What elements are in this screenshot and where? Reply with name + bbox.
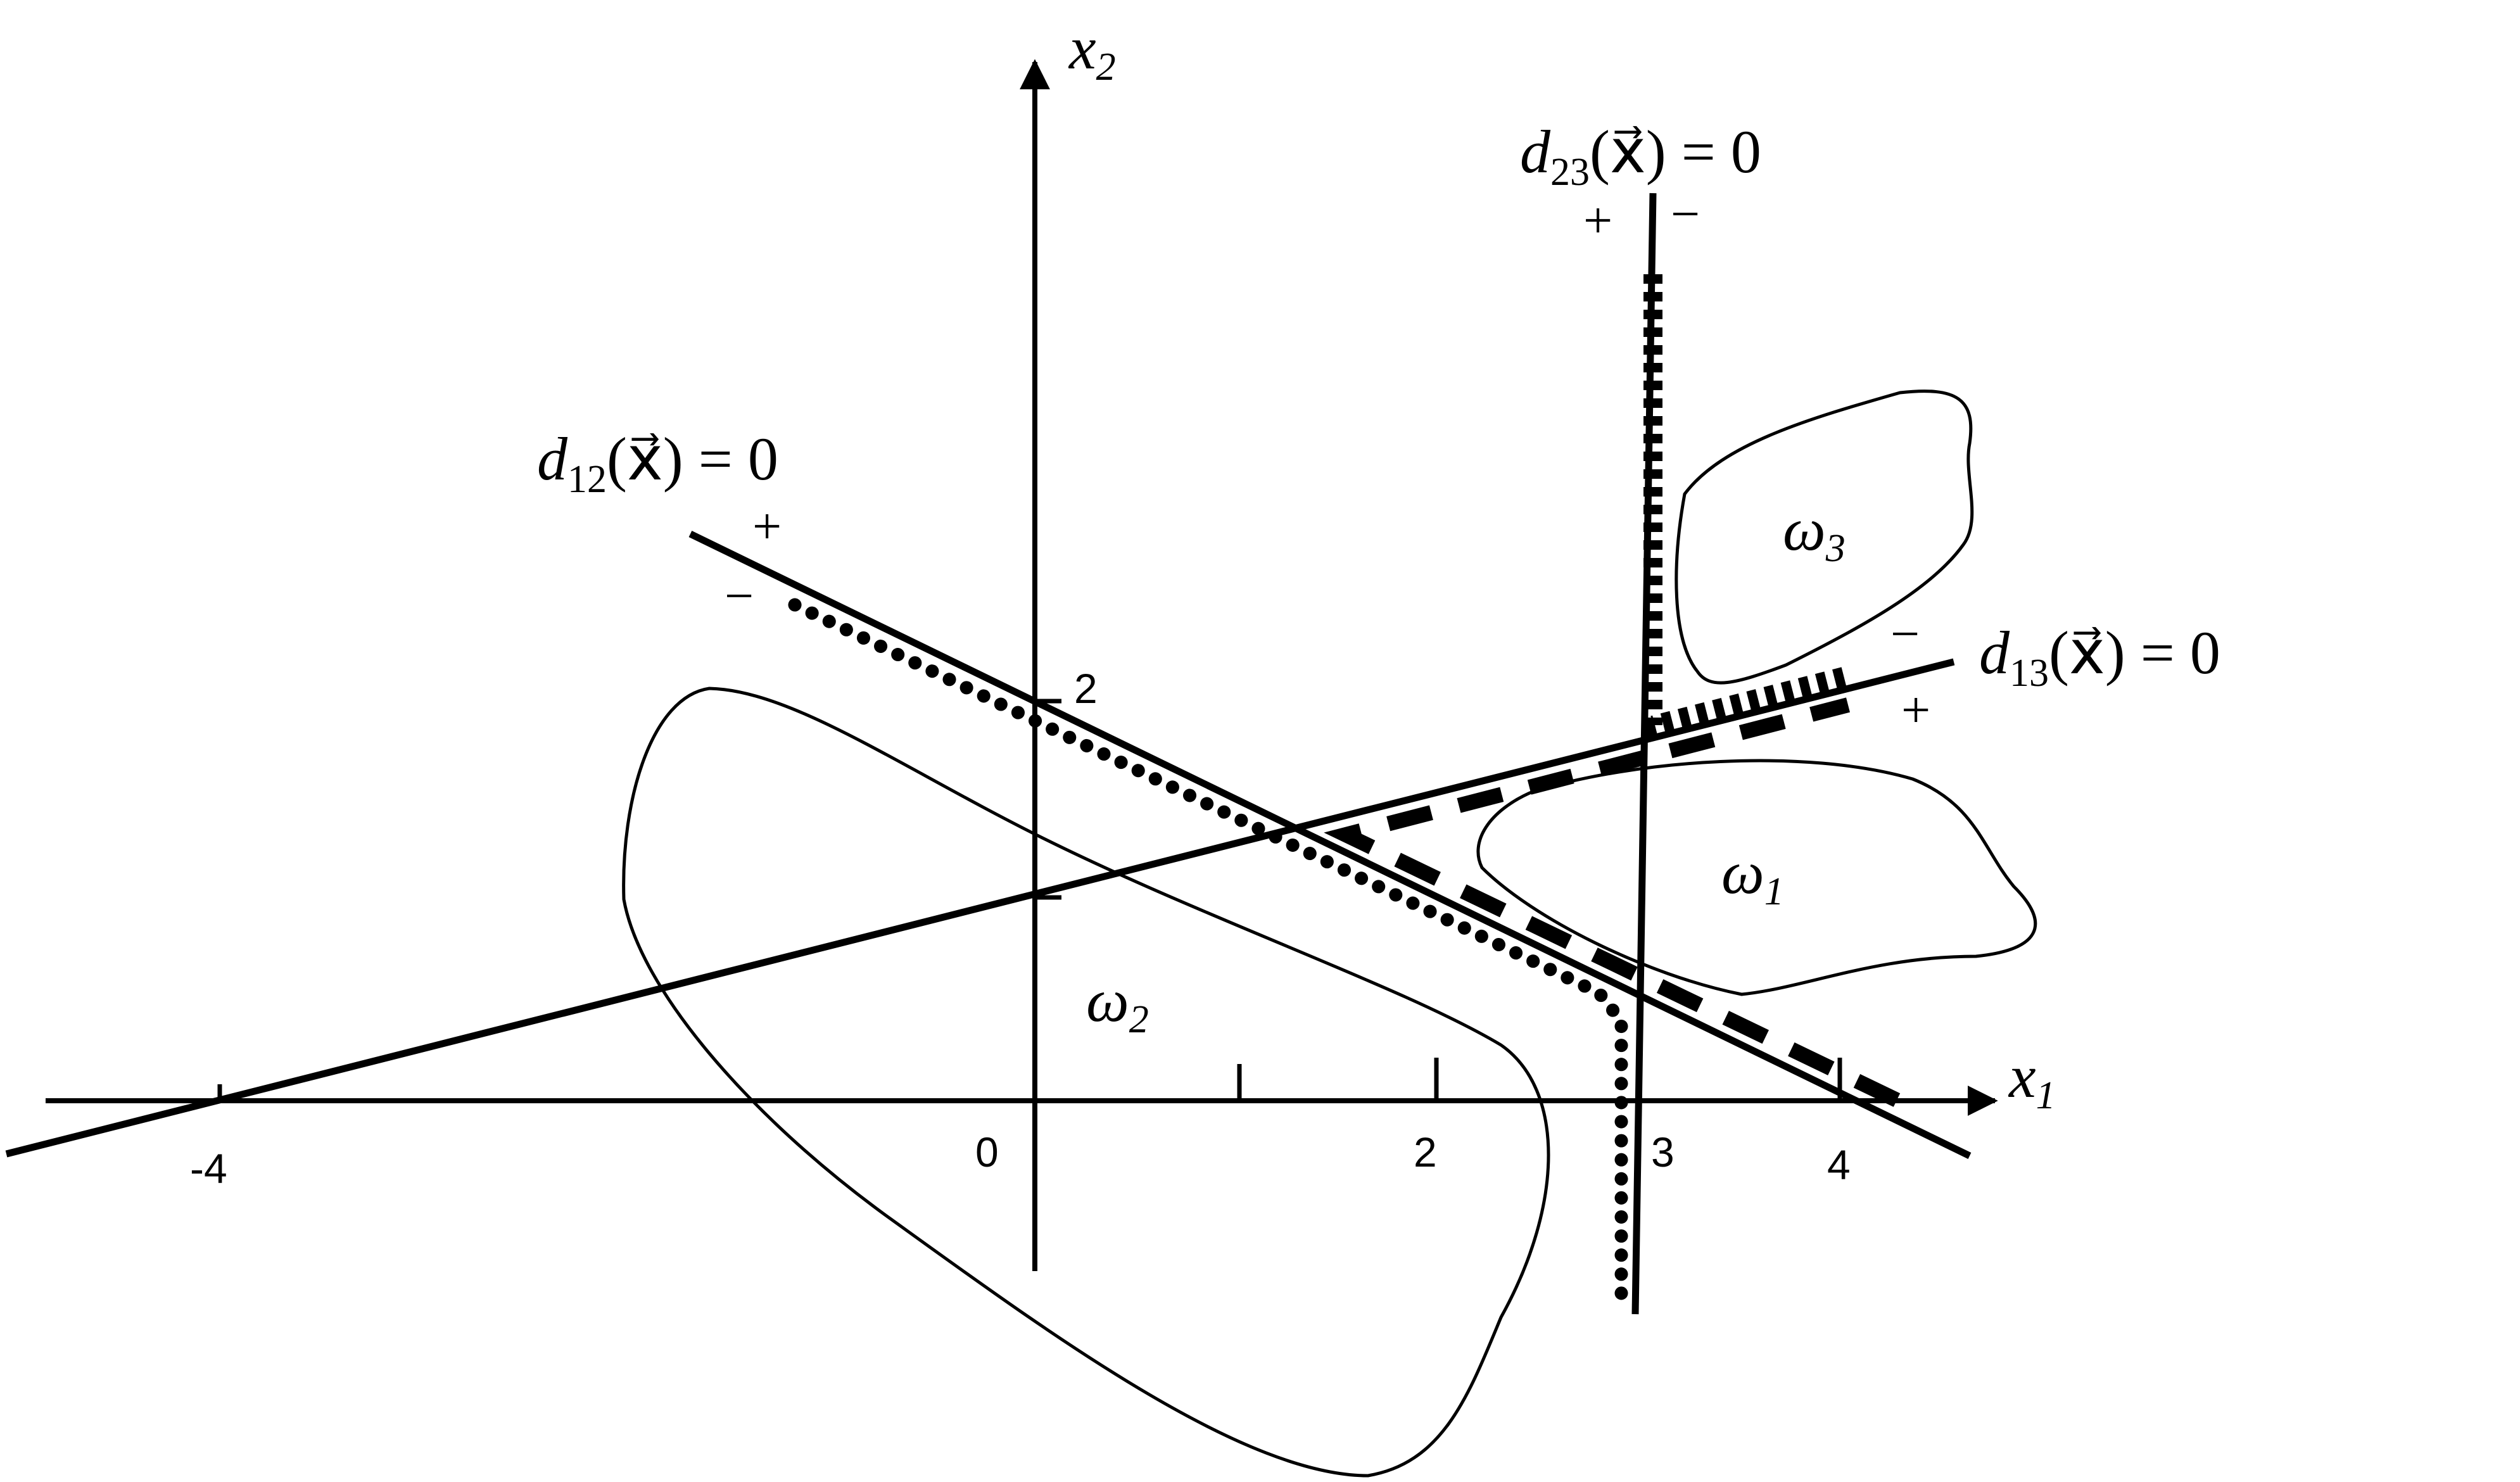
x-tick-label-neg4: -4: [190, 1145, 227, 1192]
class-region-w2: [622, 687, 1550, 1478]
d13-minus-sign: −: [1890, 605, 1920, 662]
d23-minus-sign: −: [1671, 185, 1700, 243]
region-border-w2-dotted: [788, 598, 1628, 1315]
region-border-w3-dotted: [1643, 274, 1849, 738]
boundary-line-d23: [1631, 193, 1657, 1315]
x-tick-label-3: 3: [1651, 1129, 1675, 1175]
d12-plus-sign: +: [752, 497, 782, 555]
x1-axis-label: x1: [2008, 1042, 2056, 1117]
boundary-label-d13: d13(x⃗) = 0: [1979, 619, 2220, 695]
boundary-line-d13: [5, 658, 1955, 1158]
boundary-line-d12: [688, 531, 1972, 1159]
region-border-w1-dashed: [1324, 697, 1901, 1107]
class-label-w1: ω1: [1721, 839, 1784, 913]
x-tick-marks: [217, 1058, 1842, 1101]
x-tick-label-2: 2: [1414, 1129, 1437, 1175]
y-tick-label-2: 2: [1074, 665, 1098, 712]
boundary-label-d12: d12(x⃗) = 0: [537, 425, 778, 501]
x-tick-label-0: 0: [975, 1129, 999, 1175]
class-region-w1: [1476, 759, 2037, 996]
x-tick-label-4: 4: [1827, 1141, 1851, 1188]
class-region-w3: [1675, 390, 1974, 685]
d13-plus-sign: +: [1901, 681, 1930, 738]
d23-plus-sign: +: [1583, 191, 1612, 249]
d12-minus-sign: −: [725, 567, 754, 624]
x2-axis-label: x2: [1068, 14, 1116, 89]
boundary-label-d23: d23(x⃗) = 0: [1520, 118, 1761, 194]
class-label-w3: ω3: [1783, 495, 1846, 570]
class-label-w2: ω2: [1086, 966, 1149, 1041]
